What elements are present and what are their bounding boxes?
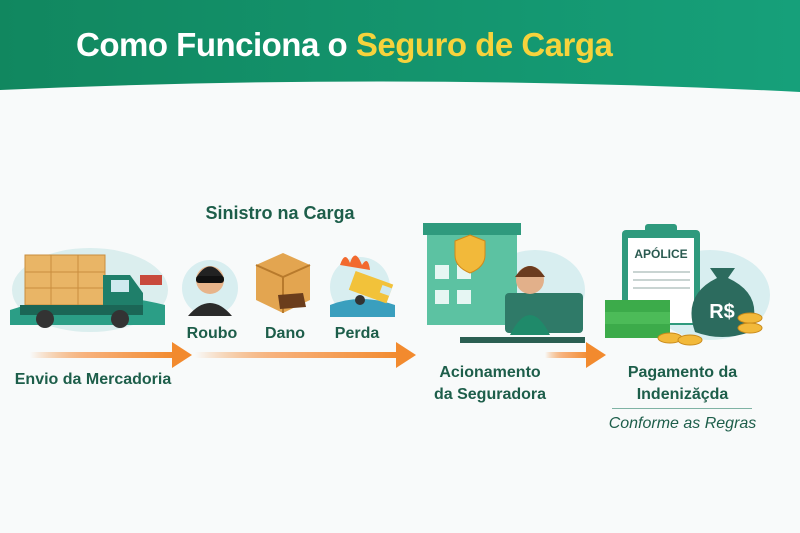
banknotes-icon xyxy=(605,300,670,338)
page-title: Como Funciona o Seguro de Carga xyxy=(76,26,613,64)
step-3-label: Acionamento da Seguradora xyxy=(410,362,570,406)
truck-crash-fire-icon xyxy=(330,255,395,317)
step-3-label-line2: da Seguradora xyxy=(433,386,547,403)
title-part-2: Seguro de Carga xyxy=(355,26,613,63)
arrow-2 xyxy=(195,342,416,368)
step-4-label-line2: Indenizăçda xyxy=(636,386,729,403)
step-4-note: Conforme as Regras xyxy=(608,415,757,432)
payment-illustration: APÓLICE R$ xyxy=(605,224,770,346)
dano-label: Dano xyxy=(265,325,305,342)
arrow-3 xyxy=(545,342,606,368)
header-banner xyxy=(0,0,800,92)
policy-document-label: APÓLICE xyxy=(634,246,687,261)
arrow-1 xyxy=(30,342,192,368)
truck-illustration xyxy=(10,248,168,332)
step-4-label-line1: Pagamento da xyxy=(627,364,738,381)
step-1-label: Envio da Mercadoria xyxy=(14,371,172,388)
coins-icon xyxy=(657,312,763,346)
roubo-label: Roubo xyxy=(186,325,238,342)
title-part-1: Como Funciona o xyxy=(76,26,348,63)
shield-icon xyxy=(454,234,486,274)
divider xyxy=(612,408,752,409)
step-3-label-line1: Acionamento xyxy=(439,364,541,381)
step-4-label: Pagamento da Indenizăçda xyxy=(600,362,765,406)
insurer-office-illustration xyxy=(423,223,585,343)
currency-symbol: R$ xyxy=(709,301,735,323)
thief-icon xyxy=(182,260,238,316)
damaged-box-icon xyxy=(255,253,311,313)
perda-label: Perda xyxy=(334,325,380,342)
step-2-heading: Sinistro na Carga xyxy=(205,203,355,223)
flow-arrows xyxy=(30,342,606,368)
